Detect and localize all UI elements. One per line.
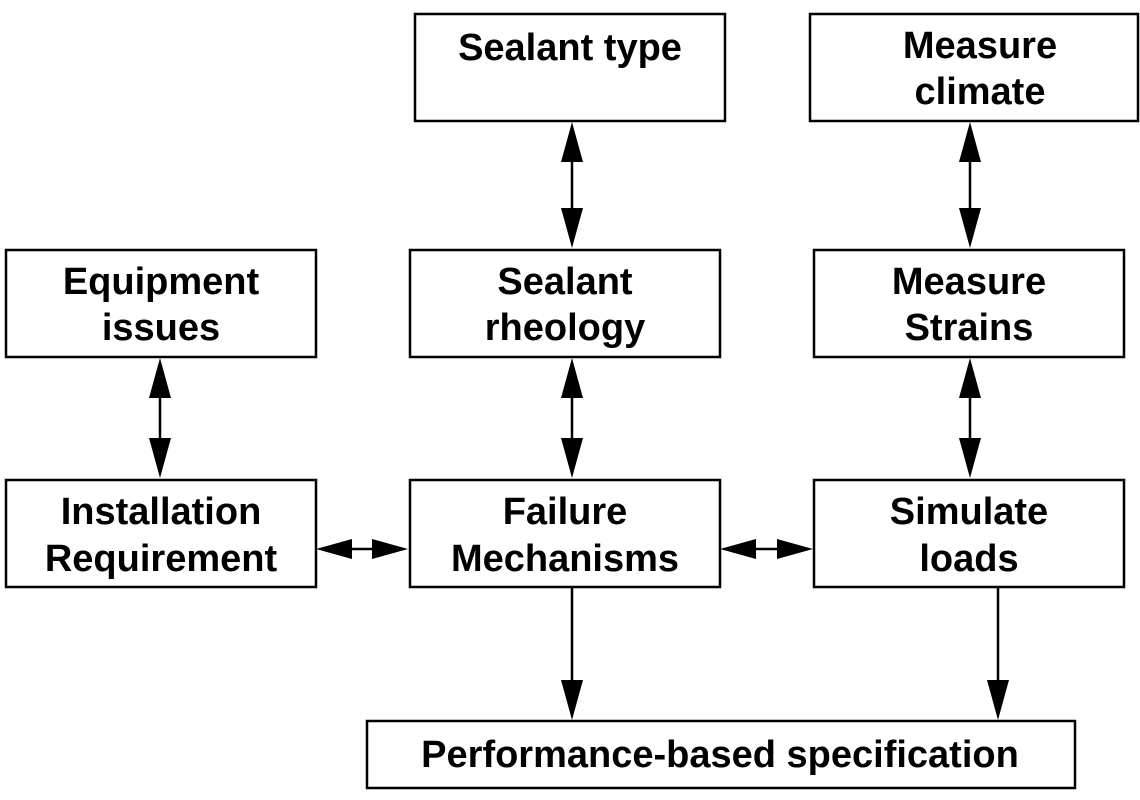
node-label: issues xyxy=(102,307,220,349)
node-performance-spec: Performance-based specification xyxy=(365,719,1077,790)
node-label: Sealant xyxy=(497,261,633,303)
edge-sealant-type-rheology xyxy=(561,122,583,248)
node-label: Measure xyxy=(892,261,1046,303)
node-label: Equipment xyxy=(63,261,260,303)
node-label: Sealant type xyxy=(458,27,682,69)
node-label: climate xyxy=(915,71,1046,113)
node-label: Mechanisms xyxy=(451,538,679,580)
node-sealant-rheology: Sealant rheology xyxy=(408,248,722,359)
node-label: Requirement xyxy=(45,538,278,580)
node-label: Simulate xyxy=(890,491,1048,533)
edge-installation-failure xyxy=(316,539,408,559)
edge-climate-strains xyxy=(959,122,981,248)
node-sealant-type: Sealant type xyxy=(413,12,727,123)
node-label: Measure xyxy=(903,25,1057,67)
edge-strains-simulate xyxy=(959,358,981,478)
edge-simulate-performance xyxy=(987,588,1009,720)
edge-failure-simulate xyxy=(720,539,813,559)
node-measure-strains: Measure Strains xyxy=(812,248,1126,359)
node-label: Failure xyxy=(503,491,628,533)
node-installation-requirement: Installation Requirement xyxy=(4,478,318,589)
node-failure-mechanisms: Failure Mechanisms xyxy=(408,478,722,589)
node-label: Strains xyxy=(905,307,1034,349)
edge-failure-performance xyxy=(561,588,583,720)
node-measure-climate: Measure climate xyxy=(808,12,1140,123)
edge-rheology-failure xyxy=(561,358,583,478)
node-label: Performance-based specification xyxy=(421,734,1019,776)
node-simulate-loads: Simulate loads xyxy=(812,478,1126,589)
edge-equipment-installation xyxy=(149,358,171,478)
node-label: Installation xyxy=(61,491,262,533)
node-label: loads xyxy=(919,538,1018,580)
node-label: rheology xyxy=(485,307,645,349)
node-equipment-issues: Equipment issues xyxy=(4,248,318,359)
connectors xyxy=(149,122,1009,720)
